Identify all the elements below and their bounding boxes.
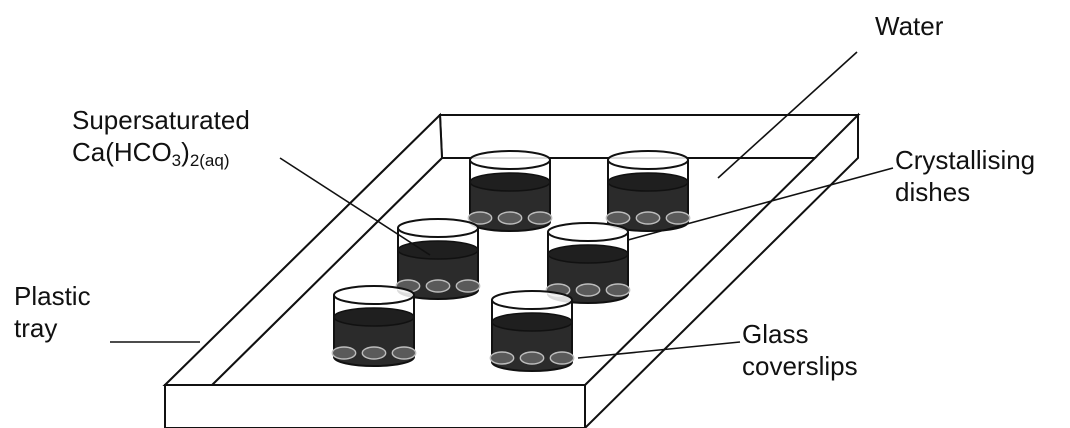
label-glass-line1: Glass: [742, 319, 809, 349]
label-supersaturated-formula: Ca(HCO3)2(aq): [72, 136, 250, 170]
leader-water: [717, 51, 858, 179]
crystallising-dish: [395, 218, 481, 300]
glass-coverslip: [635, 211, 661, 225]
label-supersaturated: Supersaturated Ca(HCO3)2(aq): [72, 104, 250, 170]
dish-liquid-surface: [333, 307, 415, 327]
glass-coverslip: [605, 283, 631, 297]
glass-coverslip: [331, 346, 357, 360]
glass-coverslip: [361, 346, 387, 360]
crystallising-dishes: [331, 150, 691, 372]
glass-coverslip: [455, 279, 481, 293]
glass-coverslip: [549, 351, 575, 365]
glass-coverslip: [489, 351, 515, 365]
formula-sub-3: 3: [171, 151, 182, 170]
crystallising-dish: [605, 150, 691, 232]
crystallising-dish: [545, 222, 631, 304]
glass-coverslip: [425, 279, 451, 293]
dish-rim: [469, 150, 551, 170]
leader-crystallising: [627, 167, 894, 241]
dish-rim: [397, 218, 479, 238]
glass-coverslip: [519, 351, 545, 365]
leader-lines: [110, 51, 894, 359]
tray-inner-left-wall: [162, 112, 444, 386]
label-crystallising-dishes: Crystallising dishes: [895, 144, 1035, 208]
label-water: Water: [875, 10, 943, 42]
formula-ca-hco: Ca(HCO: [72, 137, 172, 167]
dish-liquid-surface: [607, 172, 689, 192]
leader-supersaturated: [279, 157, 431, 256]
dish-liquid-surface: [491, 312, 573, 332]
label-glass-line2: coverslips: [742, 351, 858, 381]
glass-coverslip: [605, 211, 631, 225]
label-glass-coverslips: Glass coverslips: [742, 318, 858, 382]
glass-coverslip: [665, 211, 691, 225]
label-supersaturated-line1: Supersaturated: [72, 105, 250, 135]
dish-rim: [491, 290, 573, 310]
label-plastic-line2: tray: [14, 313, 58, 343]
formula-sub-2aq: 2(aq): [189, 151, 230, 170]
glass-coverslip: [527, 211, 553, 225]
glass-coverslip: [391, 346, 417, 360]
label-crystallising-line2: dishes: [895, 177, 971, 207]
glass-coverslip: [575, 283, 601, 297]
dish-liquid-surface: [547, 244, 629, 264]
leader-glass-coverslips: [577, 341, 741, 359]
label-plastic-tray: Plastic tray: [14, 280, 91, 344]
dish-liquid-surface: [397, 240, 479, 260]
dish-rim: [547, 222, 629, 242]
dish-rim: [607, 150, 689, 170]
label-plastic-line1: Plastic: [14, 281, 91, 311]
dish-liquid-surface: [469, 172, 551, 192]
glass-coverslip: [467, 211, 493, 225]
crystallising-dish: [489, 290, 575, 372]
tray-front-face: [164, 384, 586, 428]
label-water-text: Water: [875, 11, 944, 41]
crystallising-dish: [467, 150, 553, 232]
formula-close-paren: ): [181, 137, 190, 167]
glass-coverslip: [497, 211, 523, 225]
dish-rim: [333, 285, 415, 305]
crystallising-dish: [331, 285, 417, 367]
label-crystallising-line1: Crystallising: [895, 145, 1036, 175]
